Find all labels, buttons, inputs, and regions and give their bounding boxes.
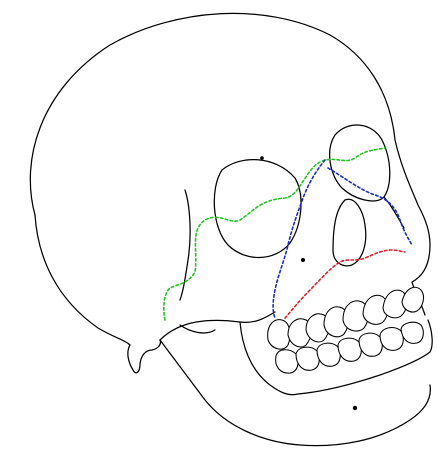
zygomatic-arch <box>160 312 275 340</box>
lower-tooth <box>317 343 340 366</box>
lower-tooth <box>276 350 298 373</box>
nasal-cavity <box>333 199 366 265</box>
supraorbital-foramen <box>260 156 264 160</box>
cranium-outline <box>30 13 430 282</box>
mental-foramen <box>353 406 357 410</box>
lower-tooth <box>401 322 423 343</box>
upper-tooth <box>402 287 424 312</box>
upper-tooth <box>268 320 290 349</box>
mastoid-process <box>128 340 161 373</box>
lower-tooth <box>296 347 319 370</box>
infraorbital-foramen <box>301 258 305 262</box>
lower-tooth <box>380 328 403 351</box>
lower-tooth <box>359 333 382 356</box>
occipital-outline <box>35 215 130 345</box>
right-orbit <box>330 125 390 201</box>
coronoid-notch <box>180 325 215 333</box>
lower-tooth <box>338 338 361 361</box>
